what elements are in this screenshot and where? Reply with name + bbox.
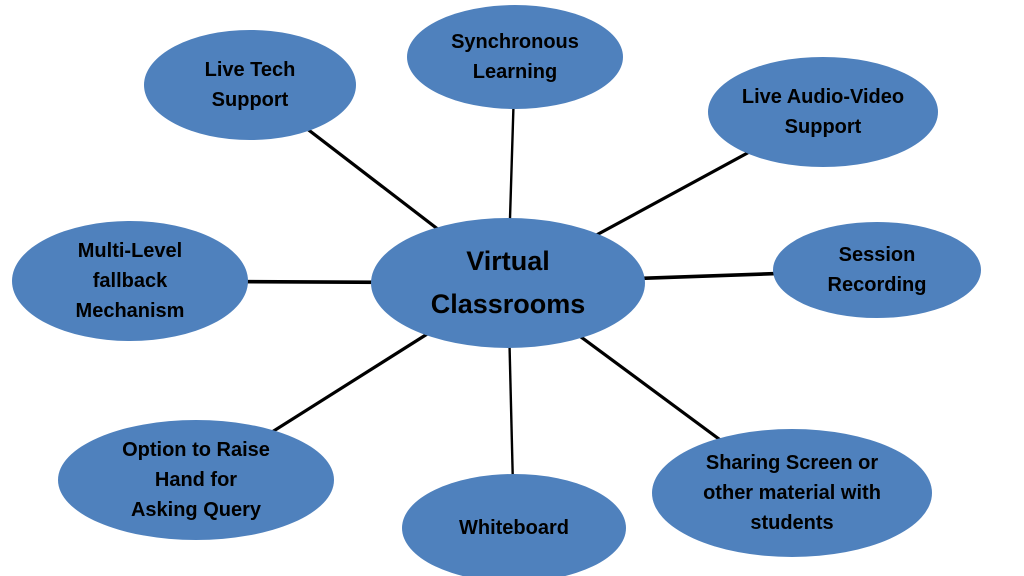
node-ellipse-synchronous-learning xyxy=(407,5,623,109)
node-ellipse-multi-level-fallback xyxy=(12,221,248,341)
node-ellipse-live-tech-support xyxy=(144,30,356,140)
node-ellipse-whiteboard xyxy=(402,474,626,576)
node-ellipse-session-recording xyxy=(773,222,981,318)
node-shapes xyxy=(12,5,981,576)
node-ellipse-sharing-screen xyxy=(652,429,932,557)
node-ellipse-live-audio-video-support xyxy=(708,57,938,167)
node-ellipse-option-raise-hand xyxy=(58,420,334,540)
node-ellipse-virtual-classrooms-hub xyxy=(371,218,645,348)
